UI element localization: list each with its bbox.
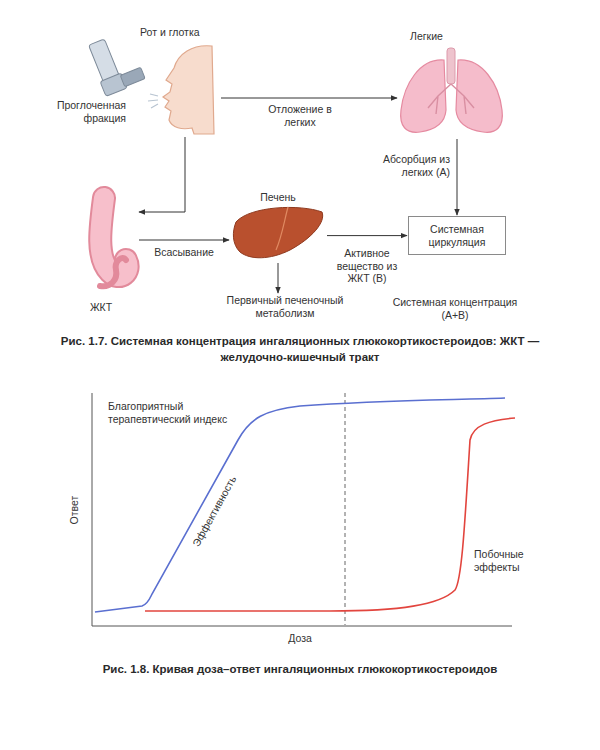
arrow-connector [139,240,229,241]
figure-caption: Рис. 1.8. Кривая доза–ответ ингаляционны… [40,662,560,678]
axis-title: Ответ [68,496,80,525]
curve-label: Эффективность [190,474,239,549]
lungs-illustration [401,48,503,132]
threshold-line [345,393,346,625]
node-label: ЖКТ [64,301,138,314]
edge-label: Абсорбция из легких (A) [370,153,450,178]
node-label: Печень [230,191,326,204]
arrow-connector [327,235,407,236]
arrow-connector [221,98,397,99]
mouth-node: Рот и глотка [140,26,220,136]
curve-label: Побочные эффекты [474,548,546,573]
mouth-illustration [148,46,214,134]
liver-illustration [233,207,322,258]
x-axis [92,626,512,627]
curve-label: Благоприятный терапевтический индекс [108,400,238,425]
metabolism-node: Первичный печеночный метаболизм [222,294,348,319]
edge-label: Всасывание [144,246,224,259]
process-box: Системная циркуляция [408,216,506,255]
inhaler-illustration [86,30,146,96]
edge-label: Отложение в легких [255,103,345,128]
systemic-label: Системная концентрация (A+B) [392,296,518,321]
y-axis [92,393,93,626]
arrow-connector [278,263,279,293]
side-effect-curve [145,418,515,611]
efficacy-curve [95,398,505,612]
lungs-node: Легкие [398,26,506,138]
stomach-node: ЖКТ [64,190,138,314]
liver-node: Печень [230,191,326,262]
axis-title: Доза [260,632,340,645]
node-label: Системная циркуляция [415,223,499,248]
figure-caption: Рис. 1.7. Системная концентрация ингаляц… [50,334,550,365]
node-label: Рот и глотка [140,26,220,39]
arrow-connector [139,137,185,212]
stomach-illustration [100,198,128,286]
arrow-connector [457,139,458,215]
edge-label: Активное вещество из ЖКТ (B) [334,247,400,285]
dose-response-chart [92,393,515,626]
swallowed-label: Проглоченная фракция [36,99,126,124]
node-label: Первичный печеночный метаболизм [222,294,348,319]
node-label: Легкие [410,30,506,43]
